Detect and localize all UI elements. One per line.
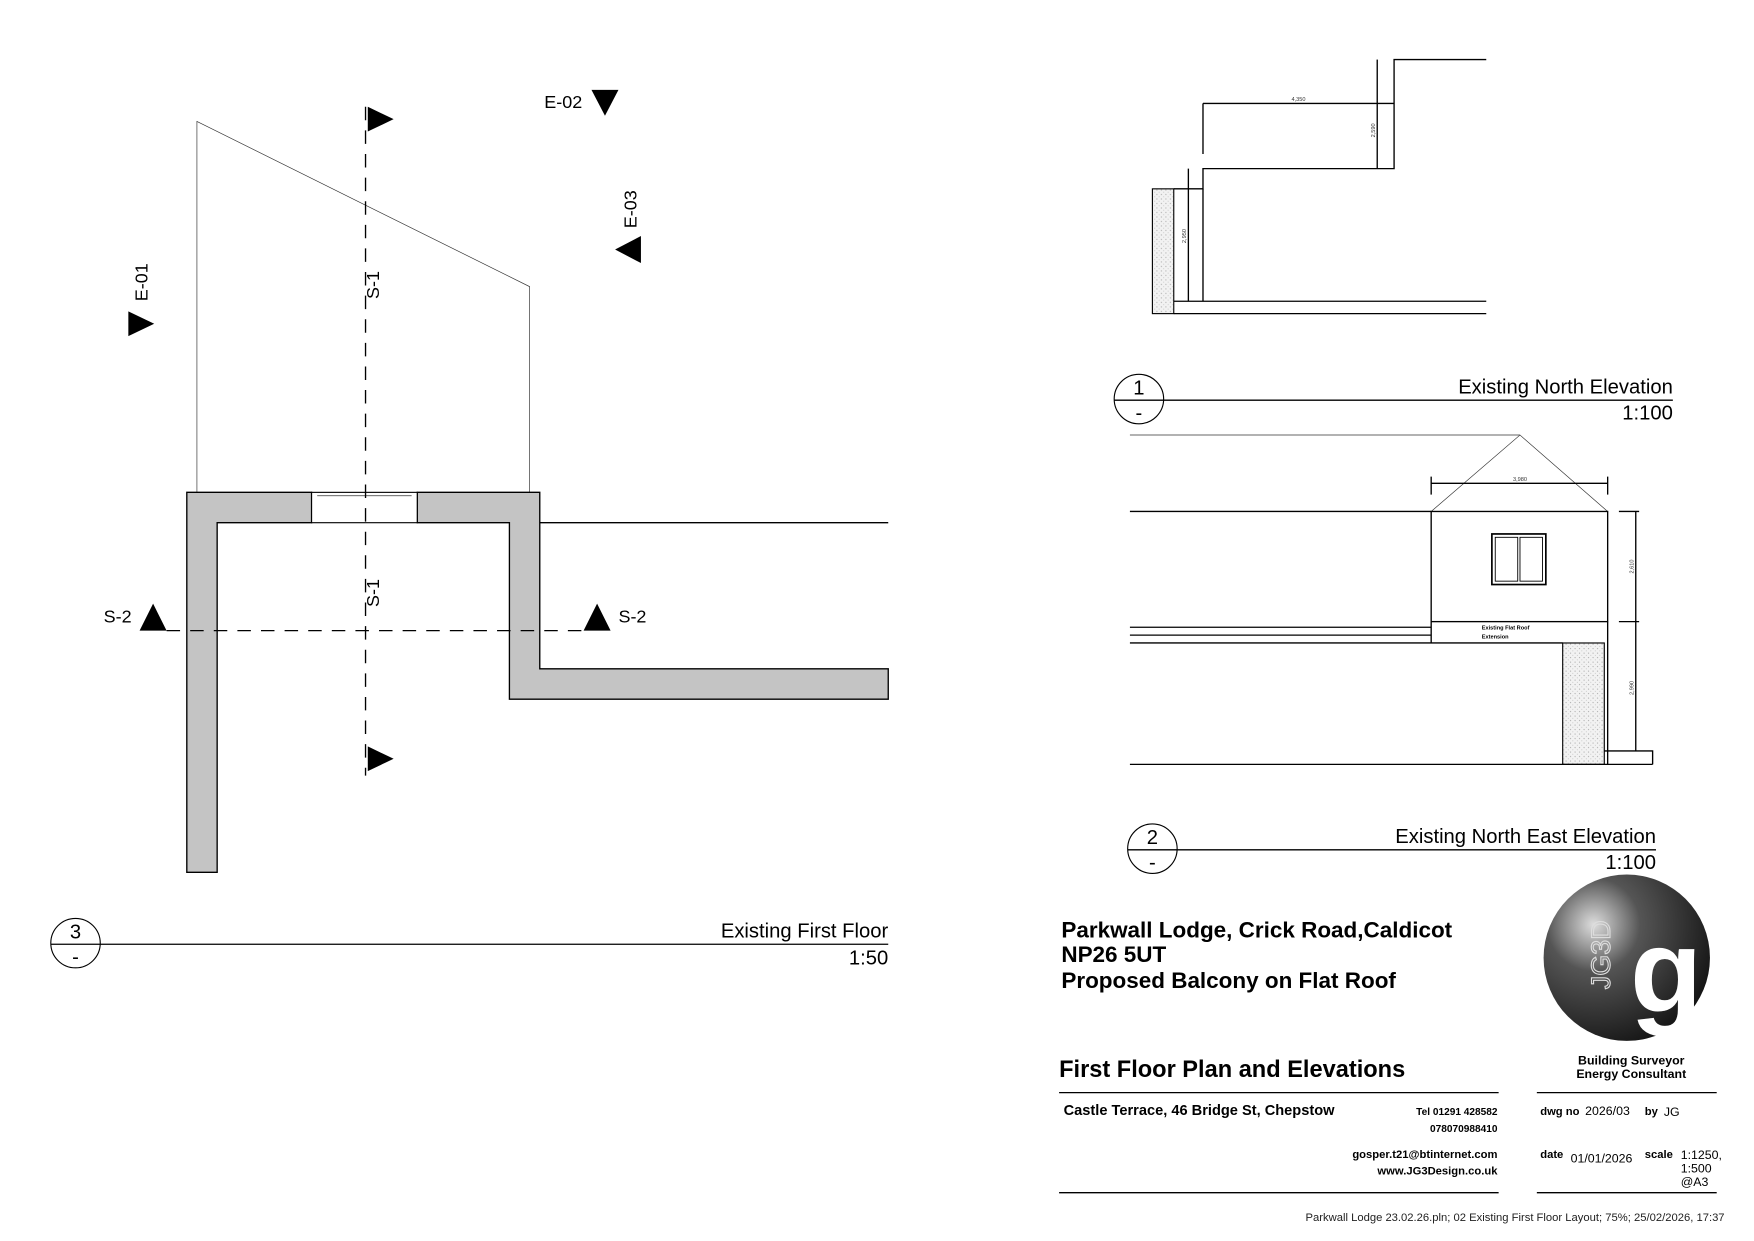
svg-text:Building Surveyor: Building Surveyor [1578,1054,1685,1068]
section-arrow-icon [367,106,394,132]
view-title-plan: 3 - Existing First Floor 1:50 [50,917,889,969]
dimension-width: 4,350 [1292,97,1306,103]
marker-s2: S-2 [618,607,646,627]
first-floor-plan: E-02 E-01 E-03 S-1 S-1 S-2 S-2 3 - Exist… [50,89,889,969]
title-block: g JG3D Parkwall Lodge, Crick Road,Caldic… [1059,874,1725,1224]
svg-text:JG: JG [1664,1105,1680,1119]
north-east-elevation: 3,980 2,610 2,990 Existing Flat Roof Ext… [1127,434,1656,874]
logo-mark: g [1630,906,1702,1038]
svg-text:1:500: 1:500 [1681,1161,1712,1175]
file-footer: Parkwall Lodge 23.02.26.pln; 02 Existing… [1306,1212,1725,1224]
dimension-height: 2,990 [1630,681,1636,695]
wall-right [416,491,889,700]
dimension-width: 3,980 [1513,477,1527,483]
annotation: Existing Flat Roof [1482,625,1530,631]
svg-text:by: by [1645,1106,1659,1118]
svg-text:@A3: @A3 [1681,1175,1709,1189]
balcony-outline [196,120,530,493]
company-logo: g JG3D [1543,874,1710,1041]
svg-text:date: date [1540,1149,1563,1161]
north-elevation: 4,350 2,590 2,950 1 - Existing North Ele… [1113,58,1673,425]
section-arrow-icon [367,746,394,772]
window-opening [311,491,418,524]
marker-s2: S-2 [104,607,132,627]
svg-text:078070988410: 078070988410 [1430,1124,1498,1135]
website-link[interactable]: www.JG3Design.co.uk [1376,1166,1498,1178]
window [1491,533,1547,586]
marker-e03: E-03 [620,190,640,228]
elevation-arrow-icon [128,311,155,337]
svg-text:1:1250,: 1:1250, [1681,1148,1722,1162]
email-link[interactable]: gosper.t21@btinternet.com [1352,1149,1497,1161]
section-arrow-icon [139,603,167,631]
svg-text:2026/03: 2026/03 [1585,1104,1630,1118]
marker-s1: S-1 [363,271,383,299]
svg-text:dwg no: dwg no [1540,1106,1579,1118]
elevation-arrow-icon [591,89,619,116]
section-arrow-icon [583,603,611,631]
view-sheet: - [72,946,79,968]
svg-text:2: 2 [1147,827,1158,849]
office-address: Castle Terrace, 46 Bridge St, Chepstow [1064,1103,1336,1119]
dimension-height: 2,590 [1371,123,1377,137]
logo-text: JG3D [1586,920,1616,989]
view-name: Existing North East Elevation [1395,826,1656,848]
svg-text:Energy Consultant: Energy Consultant [1576,1067,1686,1081]
view-name: Existing North Elevation [1458,376,1673,398]
elevation-arrow-icon [615,236,641,264]
dimension-height: 2,610 [1630,560,1636,574]
svg-text:scale: scale [1645,1149,1673,1161]
view-scale: 1:100 [1605,852,1656,874]
svg-text:01/01/2026: 01/01/2026 [1571,1151,1633,1165]
view-scale: 1:100 [1622,402,1673,424]
project-postcode: NP26 5UT [1061,942,1166,967]
svg-text:1: 1 [1133,378,1144,400]
svg-text:Tel 01291 428582: Tel 01291 428582 [1416,1107,1498,1118]
dimension-height: 2,950 [1182,229,1188,243]
drawing-title: First Floor Plan and Elevations [1059,1057,1405,1083]
view-number: 3 [70,922,81,944]
marker-s1: S-1 [363,579,383,607]
wall-left [186,491,313,873]
project-description: Proposed Balcony on Flat Roof [1061,968,1396,993]
svg-text:-: - [1149,852,1156,874]
view-scale: 1:50 [849,947,888,969]
svg-text:-: - [1136,402,1143,424]
project-address: Parkwall Lodge, Crick Road,Caldicot [1061,917,1452,942]
marker-e01: E-01 [131,263,151,301]
marker-e02: E-02 [544,92,582,112]
view-title-north: 1 - Existing North Elevation 1:100 [1113,373,1673,425]
view-title-north-east: 2 - Existing North East Elevation 1:100 [1127,823,1656,874]
annotation: Extension [1482,634,1509,640]
view-name: Existing First Floor [721,920,889,942]
